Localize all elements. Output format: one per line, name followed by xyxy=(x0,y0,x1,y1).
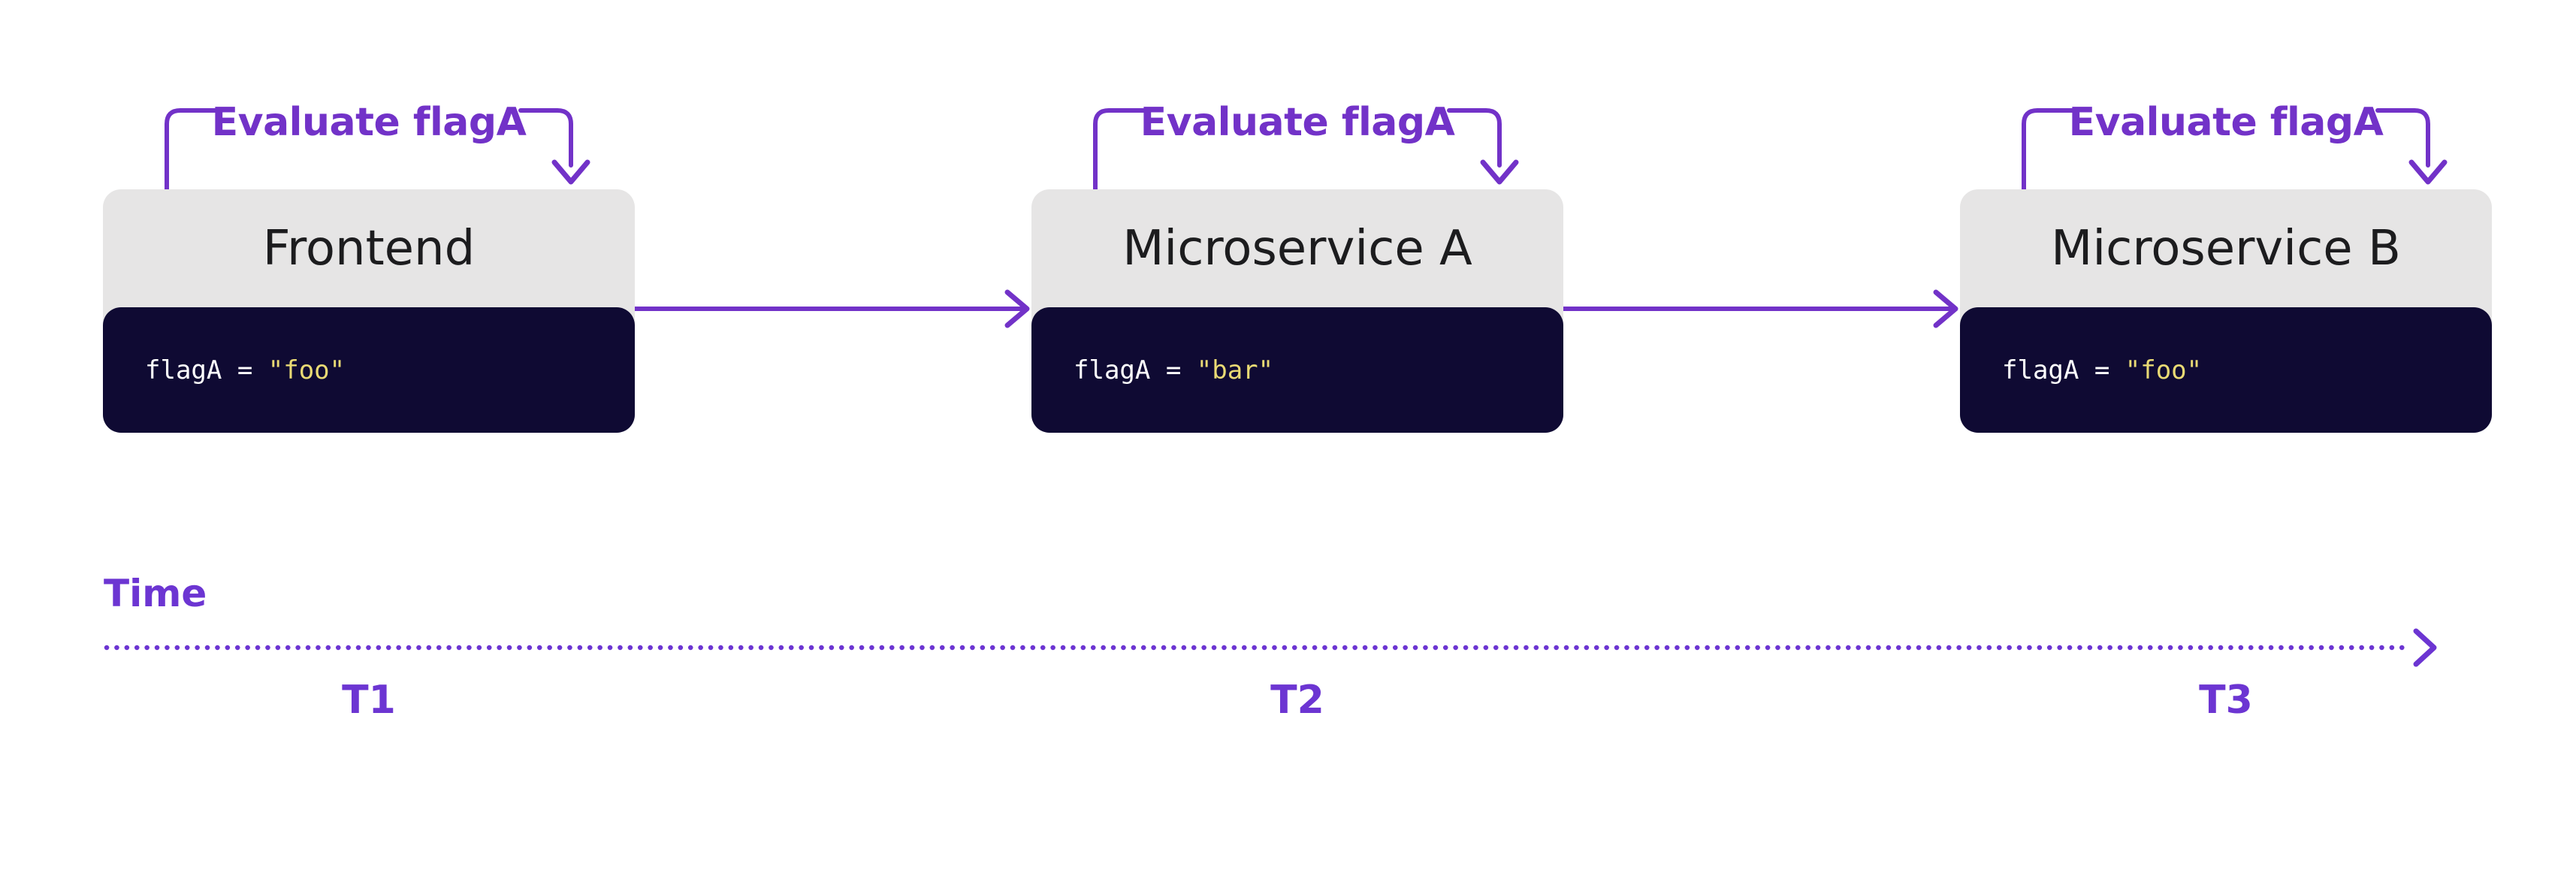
timeline-axis xyxy=(104,627,2455,672)
annotation-label: Evaluate flagA xyxy=(211,100,527,145)
service-title: Microservice A xyxy=(1122,220,1472,276)
arrow-down-icon xyxy=(2408,159,2448,185)
code-block: flagA = "foo" xyxy=(103,307,635,433)
timeline-tick-t2: T2 xyxy=(1270,678,1324,723)
timeline-tick-t3: T3 xyxy=(2199,678,2253,723)
code-string-value: "foo" xyxy=(2125,355,2203,385)
service-frontend: Evaluate flagA Frontend flagA = "foo" xyxy=(103,100,635,433)
code-string-value: "foo" xyxy=(267,355,346,385)
service-header: Microservice A xyxy=(1031,189,1563,325)
bracket-arrow-icon xyxy=(165,108,590,189)
arrow-down-icon xyxy=(1480,159,1519,185)
bracket-arrow-icon xyxy=(2022,108,2448,189)
code-block: flagA = "bar" xyxy=(1031,307,1563,433)
service-header: Frontend xyxy=(103,189,635,325)
service-title: Frontend xyxy=(262,220,476,276)
timeline-tick-t1: T1 xyxy=(342,678,396,723)
bracket-arrow-icon xyxy=(1093,108,1519,189)
evaluate-annotation: Evaluate flagA xyxy=(1031,100,1563,189)
arrow-right-icon xyxy=(1563,289,1958,328)
code-assignment: flagA = xyxy=(145,355,268,385)
evaluate-annotation: Evaluate flagA xyxy=(1960,100,2492,189)
code-assignment: flagA = xyxy=(2002,355,2125,385)
timeline-label: Time xyxy=(104,572,207,615)
service-microservice-b: Evaluate flagA Microservice B flagA = "f… xyxy=(1960,100,2492,433)
code-string-value: "bar" xyxy=(1196,355,1274,385)
request-arrow-a-to-b xyxy=(1563,286,1961,331)
arrow-right-icon xyxy=(2413,628,2437,667)
code-assignment: flagA = xyxy=(1074,355,1197,385)
annotation-label: Evaluate flagA xyxy=(1140,100,1455,145)
code-block: flagA = "foo" xyxy=(1960,307,2492,433)
request-arrow-frontend-to-a xyxy=(635,286,1033,331)
arrow-right-icon xyxy=(635,289,1030,328)
service-microservice-a: Evaluate flagA Microservice A flagA = "b… xyxy=(1031,100,1563,433)
timeline-dotted-arrow-icon xyxy=(104,628,2437,667)
service-title: Microservice B xyxy=(2051,220,2401,276)
arrow-down-icon xyxy=(551,159,590,185)
service-header: Microservice B xyxy=(1960,189,2492,325)
annotation-label: Evaluate flagA xyxy=(2068,100,2384,145)
evaluate-annotation: Evaluate flagA xyxy=(103,100,635,189)
